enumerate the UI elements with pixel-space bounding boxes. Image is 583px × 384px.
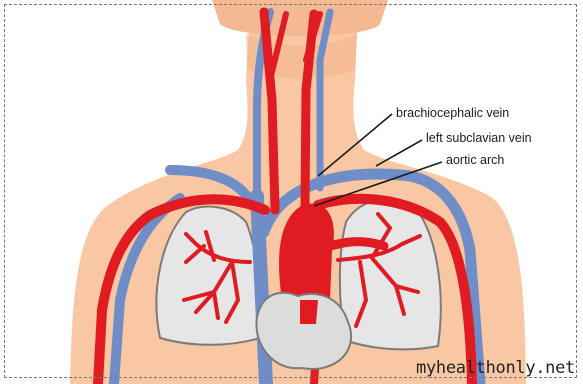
leader-subclavian [376,140,422,166]
watermark: myhealthonly.net [416,358,575,378]
label-aortic-arch: aortic arch [446,153,504,167]
label-left-subclavian-vein: left subclavian vein [426,131,532,145]
head-chin [212,0,388,36]
heart-vessel-origin [300,300,318,324]
label-brachiocephalic-vein: brachiocephalic vein [396,106,509,120]
